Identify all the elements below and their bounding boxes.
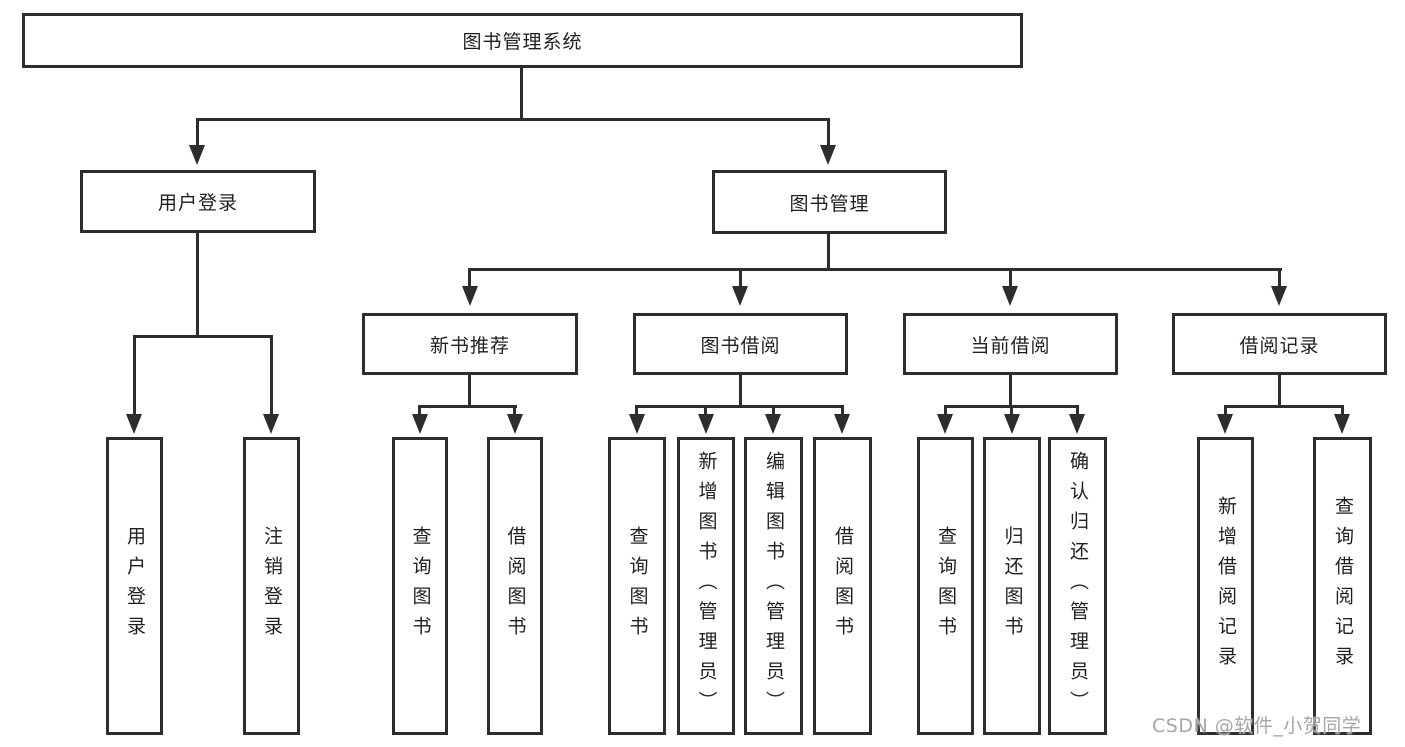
connector-line <box>1010 405 1013 417</box>
node-library-management-system: 图书管理系统 <box>22 13 1023 68</box>
leaf-borrow-books: 借阅图书 <box>487 437 543 735</box>
leaf-return-books: 归还图书 <box>983 437 1041 735</box>
connector-line <box>704 405 707 417</box>
connector-line <box>1009 375 1012 408</box>
arrow-down-icon <box>629 414 645 434</box>
connector-line <box>841 405 844 417</box>
connector-line <box>944 405 947 417</box>
node-label: 新增借阅记录 <box>1215 496 1237 676</box>
connector-line <box>520 68 523 118</box>
node-label: 归还图书 <box>1001 526 1024 646</box>
arrow-down-icon <box>412 414 428 434</box>
arrow-down-icon <box>507 414 523 434</box>
connector-line <box>827 118 830 148</box>
node-label: 用户登录 <box>124 526 146 646</box>
connector-line <box>468 268 471 290</box>
connector-line <box>1224 405 1344 408</box>
node-label: 确认归还（管理员） <box>1067 451 1089 721</box>
leaf-add-books-admin: 新增图书（管理员） <box>677 437 735 735</box>
connector-line <box>133 335 273 338</box>
arrow-down-icon <box>698 414 714 434</box>
node-label: 查询图书 <box>935 526 957 646</box>
arrow-down-icon <box>1069 414 1085 434</box>
arrow-down-icon <box>1334 414 1350 434</box>
node-label: 注销登录 <box>261 526 283 646</box>
leaf-query-books: 查询图书 <box>392 437 448 735</box>
arrow-down-icon <box>189 145 205 165</box>
node-book-management: 图书管理 <box>712 170 947 234</box>
arrow-down-icon <box>732 286 748 306</box>
node-book-borrowing: 图书借阅 <box>633 313 848 375</box>
node-label: 查询借阅记录 <box>1332 496 1354 676</box>
arrow-down-icon <box>937 414 953 434</box>
arrow-down-icon <box>462 286 478 306</box>
connector-line <box>739 268 742 290</box>
arrow-down-icon <box>1217 414 1233 434</box>
node-label: 借阅记录 <box>1239 334 1320 357</box>
leaf-borrow-books-2: 借阅图书 <box>813 437 872 735</box>
node-label: 借阅图书 <box>504 526 527 646</box>
node-label: 图书管理 <box>789 192 870 215</box>
leaf-query-books-2: 查询图书 <box>608 437 666 735</box>
csdn-watermark: CSDN @软件_小贺同学 <box>1152 715 1362 737</box>
connector-line <box>418 405 517 408</box>
connector-line <box>468 375 471 408</box>
node-label: 新增图书（管理员） <box>695 451 718 721</box>
leaf-user-login: 用户登录 <box>106 437 163 735</box>
arrow-down-icon <box>765 414 781 434</box>
connector-line <box>1341 405 1344 417</box>
node-new-book-recommendation: 新书推荐 <box>362 313 578 375</box>
node-borrowing-records: 借阅记录 <box>1172 313 1387 375</box>
arrow-down-icon <box>1004 414 1020 434</box>
leaf-query-books-3: 查询图书 <box>917 437 974 735</box>
connector-line <box>513 405 516 417</box>
connector-line <box>827 234 830 270</box>
connector-line <box>1278 375 1281 408</box>
connector-line <box>772 405 775 417</box>
node-label: 图书借阅 <box>700 334 781 357</box>
node-label: 新书推荐 <box>429 334 510 357</box>
leaf-query-borrow-record: 查询借阅记录 <box>1313 437 1372 735</box>
node-user-login: 用户登录 <box>80 170 316 233</box>
connector-line <box>635 405 844 408</box>
arrow-down-icon <box>1002 286 1018 306</box>
connector-line <box>196 233 199 335</box>
connector-line <box>418 405 421 417</box>
node-label: 查询图书 <box>409 526 432 646</box>
connector-line <box>739 375 742 408</box>
leaf-add-borrow-record: 新增借阅记录 <box>1197 437 1254 735</box>
leaf-confirm-return-admin: 确认归还（管理员） <box>1048 437 1107 735</box>
arrow-down-icon <box>834 414 850 434</box>
arrow-down-icon <box>1271 286 1287 306</box>
connector-line <box>1076 405 1079 417</box>
connector-line <box>1009 268 1012 290</box>
node-current-borrowing: 当前借阅 <box>903 313 1118 375</box>
leaf-edit-books-admin: 编辑图书（管理员） <box>744 437 803 735</box>
node-label: 当前借阅 <box>970 334 1051 357</box>
connector-line <box>1278 268 1281 290</box>
connector-line <box>1224 405 1227 417</box>
connector-line <box>270 335 273 418</box>
node-label: 查询图书 <box>626 526 649 646</box>
node-label: 借阅图书 <box>832 526 854 646</box>
connector-line <box>133 335 136 418</box>
node-label: 编辑图书（管理员） <box>763 451 785 721</box>
node-label: 用户登录 <box>157 192 238 214</box>
arrow-down-icon <box>820 145 836 165</box>
connector-line <box>635 405 638 417</box>
connector-line <box>468 268 1282 271</box>
node-label: 图书管理系统 <box>462 31 583 53</box>
connector-line <box>196 118 830 121</box>
arrow-down-icon <box>126 414 142 434</box>
connector-line <box>196 118 199 148</box>
arrow-down-icon <box>263 414 279 434</box>
leaf-logout: 注销登录 <box>243 437 300 735</box>
